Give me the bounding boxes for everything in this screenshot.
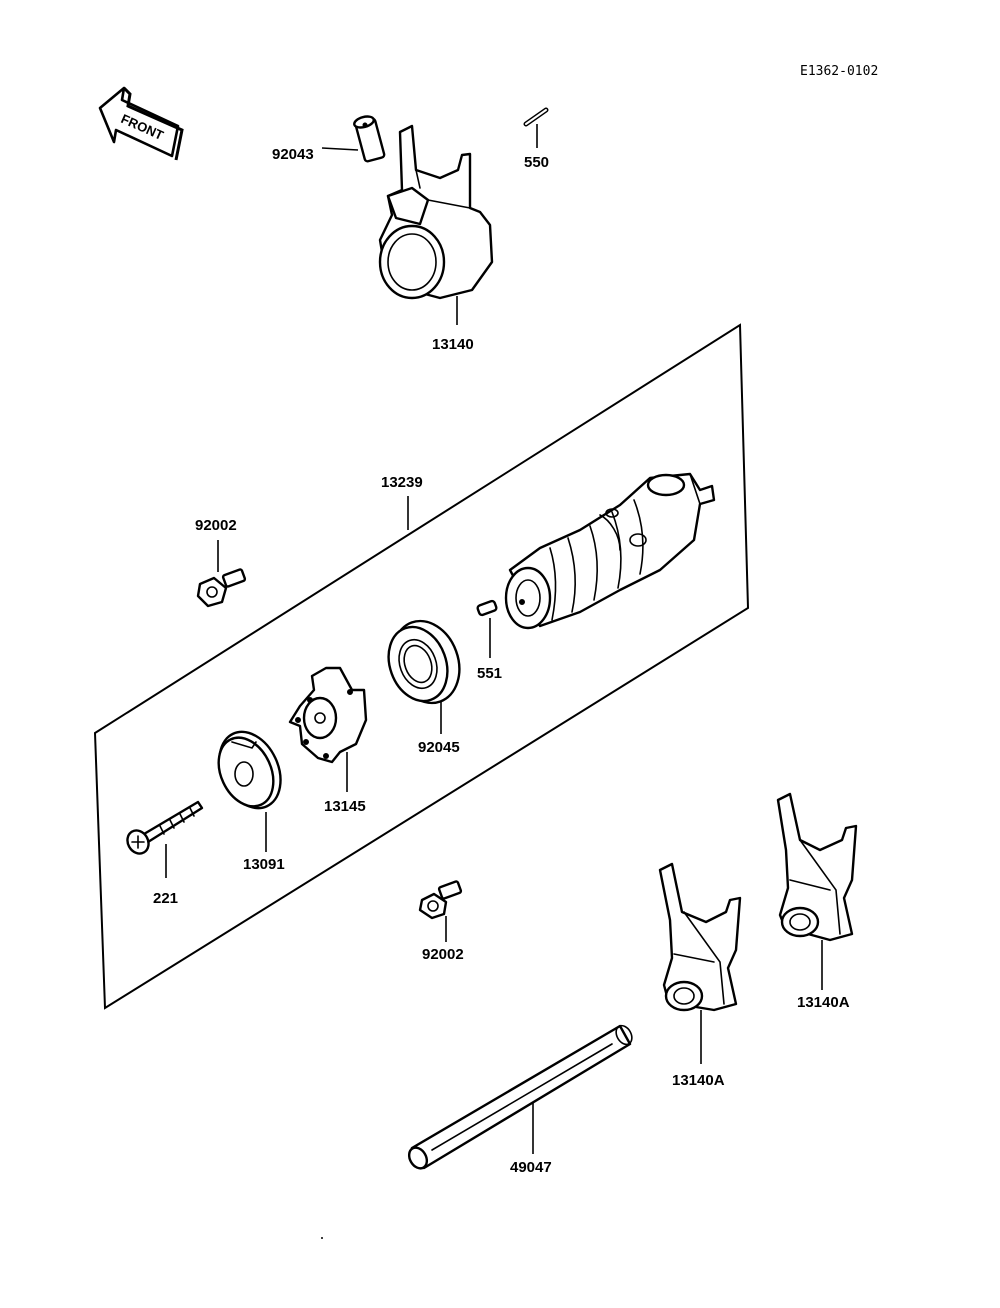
label-13239: 13239 <box>381 474 423 491</box>
part-221-screw <box>126 800 204 855</box>
part-13140A-right-fork <box>776 792 858 942</box>
part-13140-shift-fork <box>378 124 494 300</box>
diagram-code: E1362-0102 <box>800 64 878 79</box>
part-550-screw <box>523 107 549 127</box>
part-13239-shift-drum <box>504 472 716 630</box>
label-92045: 92045 <box>418 739 460 756</box>
label-550: 550 <box>524 154 549 171</box>
label-551: 551 <box>477 665 502 682</box>
part-92002-bolt-bottom <box>418 880 463 920</box>
label-13091: 13091 <box>243 856 285 873</box>
part-92045-bearing <box>387 619 461 705</box>
part-49047-shaft <box>407 1024 633 1170</box>
front-arrow-icon: FRONT <box>98 86 184 161</box>
label-92043: 92043 <box>272 146 314 163</box>
label-13140A-right: 13140A <box>797 994 850 1011</box>
part-13091-plate <box>217 730 282 810</box>
part-551-pin <box>476 599 498 617</box>
label-92002-bottom: 92002 <box>422 946 464 963</box>
label-92002-top: 92002 <box>195 517 237 534</box>
label-13145: 13145 <box>324 798 366 815</box>
scan-speck <box>321 1237 323 1239</box>
label-13140: 13140 <box>432 336 474 353</box>
label-13140A-left: 13140A <box>672 1072 725 1089</box>
label-49047: 49047 <box>510 1159 552 1176</box>
part-92043-pin <box>353 115 386 163</box>
part-92002-bolt-top <box>196 568 247 608</box>
subassembly-outline <box>93 323 750 1010</box>
part-13145-cam <box>288 666 368 764</box>
part-13140A-left-fork <box>658 862 742 1012</box>
label-221: 221 <box>153 890 178 907</box>
